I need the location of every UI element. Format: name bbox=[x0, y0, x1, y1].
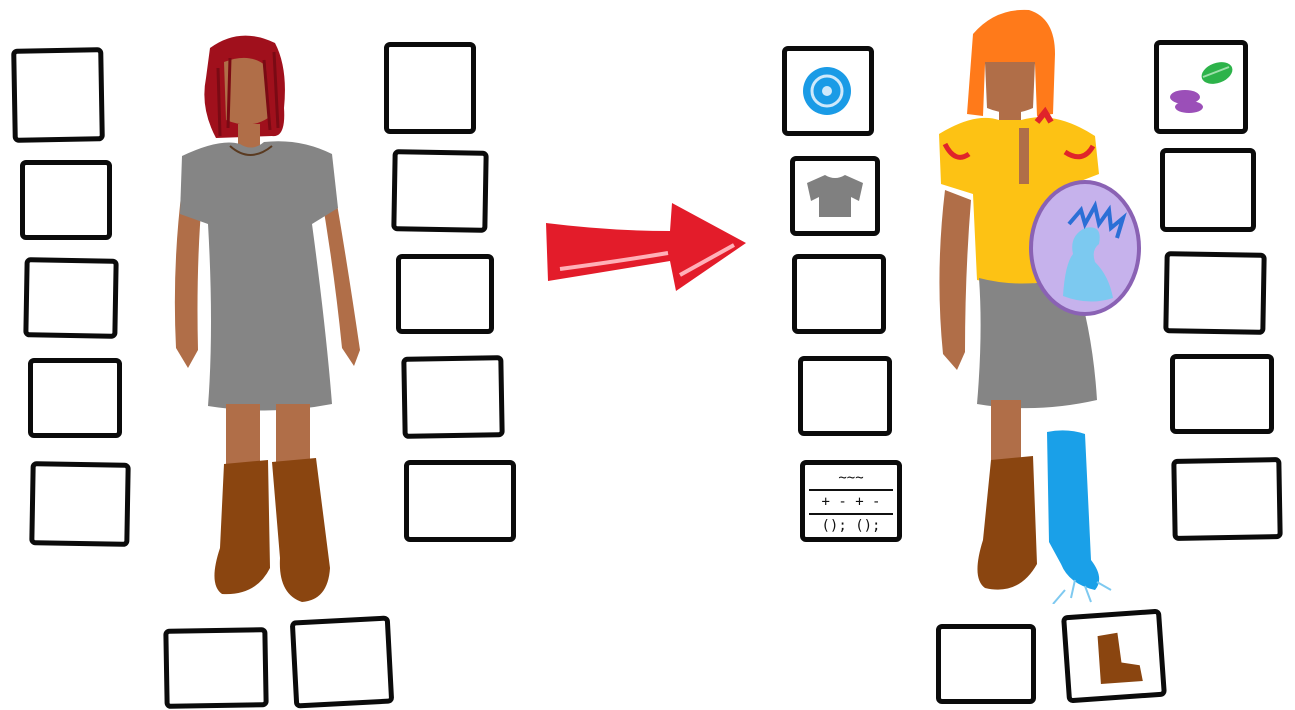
before-left-slot-2[interactable] bbox=[20, 160, 112, 240]
note-line-2: + - + - bbox=[809, 491, 893, 515]
after-character bbox=[925, 4, 1155, 604]
right-boot bbox=[272, 458, 330, 602]
left-arm bbox=[939, 190, 971, 370]
after-right-slot-5[interactable] bbox=[1171, 457, 1282, 541]
left-boot bbox=[977, 456, 1037, 590]
brown-boot-icon bbox=[1066, 614, 1161, 698]
before-right-slot-2[interactable] bbox=[391, 149, 488, 233]
before-left-slot-5[interactable] bbox=[29, 461, 130, 547]
after-left-slot-2[interactable] bbox=[790, 156, 880, 236]
before-right-slot-3[interactable] bbox=[396, 254, 494, 334]
before-left-slot-1[interactable] bbox=[11, 47, 105, 143]
after-bottom-slot-2[interactable] bbox=[1061, 609, 1167, 704]
before-left-slot-3[interactable] bbox=[23, 257, 118, 339]
after-left-slot-5[interactable]: ~~~ + - + - (); (); bbox=[800, 460, 902, 542]
note-line-3: (); (); bbox=[809, 515, 893, 537]
note-line-1: ~~~ bbox=[809, 467, 893, 491]
after-left-slot-3[interactable] bbox=[792, 254, 886, 334]
before-bottom-slot-1[interactable] bbox=[163, 627, 268, 709]
before-right-slot-5[interactable] bbox=[404, 460, 516, 542]
transition-arrow-icon bbox=[540, 195, 750, 295]
code-note-icon: ~~~ + - + - (); (); bbox=[809, 467, 893, 535]
blue-disc-icon bbox=[787, 51, 869, 131]
shield bbox=[1031, 182, 1139, 314]
after-right-slot-3[interactable] bbox=[1163, 251, 1266, 335]
after-left-slot-4[interactable] bbox=[798, 356, 892, 436]
seeds-icon bbox=[1159, 45, 1243, 129]
before-bottom-slot-2[interactable] bbox=[290, 615, 394, 708]
before-right-slot-4[interactable] bbox=[401, 355, 504, 439]
after-right-slot-2[interactable] bbox=[1160, 148, 1256, 232]
after-bottom-slot-1[interactable] bbox=[936, 624, 1036, 704]
before-character bbox=[160, 28, 370, 608]
after-right-slot-4[interactable] bbox=[1170, 354, 1274, 434]
face bbox=[985, 62, 1035, 113]
dress bbox=[180, 141, 338, 410]
left-boot bbox=[214, 460, 270, 594]
before-right-slot-1[interactable] bbox=[384, 42, 476, 134]
grey-shirt-icon bbox=[795, 161, 875, 231]
right-leg-greave bbox=[1047, 430, 1099, 590]
after-right-slot-1[interactable] bbox=[1154, 40, 1248, 134]
before-left-slot-4[interactable] bbox=[28, 358, 122, 438]
after-left-slot-1[interactable] bbox=[782, 46, 874, 136]
